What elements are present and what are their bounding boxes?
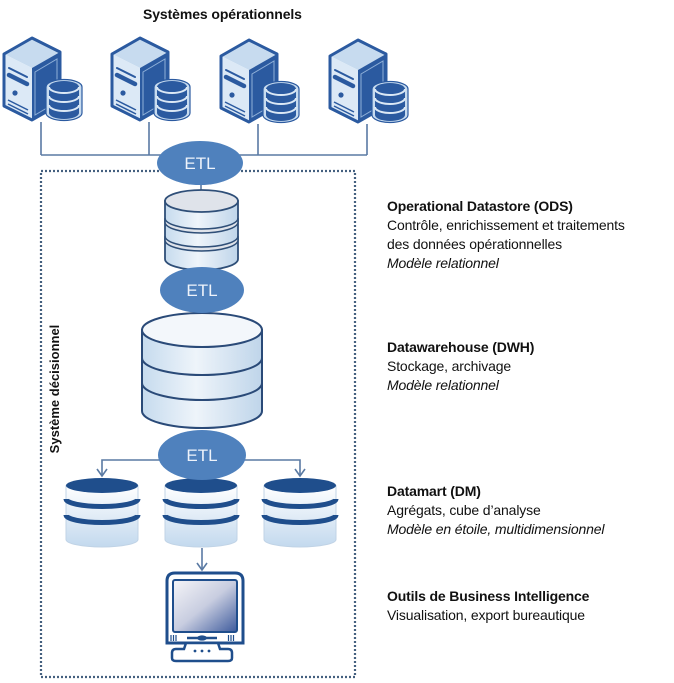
layer-description-line: Stockage, archivage [387, 358, 512, 374]
layer-title: Datamart (DM) [387, 483, 481, 499]
etl-label: ETL [186, 281, 217, 300]
layer-description-ods: Operational Datastore (ODS) Contrôle, en… [387, 197, 625, 273]
datamart-icon [261, 478, 339, 548]
layer-title: Datawarehouse (DWH) [387, 339, 535, 355]
etl-label: ETL [186, 446, 217, 465]
server-database-icon [330, 40, 408, 123]
layer-description-bi: Outils de Business Intelligence Visualis… [387, 587, 589, 625]
layer-description-line: Agrégats, cube d’analyse [387, 502, 541, 518]
monitor-icon [165, 571, 245, 663]
ods-database-icon [164, 189, 239, 271]
etl-node: ETL [158, 430, 246, 480]
layer-description-dwh: Datawarehouse (DWH) Stockage, archivage … [387, 338, 534, 395]
layer-model: Modèle relationnel [387, 255, 499, 271]
datamart-icon [63, 478, 141, 548]
arrow-to-datamart-right [244, 459, 301, 475]
dwh-database-icon [141, 312, 263, 429]
layer-title: Operational Datastore (ODS) [387, 198, 573, 214]
arrow-to-datamart-left [101, 459, 160, 475]
datamart-icon [162, 478, 240, 548]
server-database-icon [112, 38, 190, 121]
arrow-head-icon [196, 562, 208, 572]
layer-model: Modèle relationnel [387, 377, 499, 393]
server-database-icon [4, 38, 82, 121]
operational-systems-title: Systèmes opérationnels [143, 6, 302, 22]
layer-description-dm: Datamart (DM) Agrégats, cube d’analyse M… [387, 482, 604, 539]
arrow-head-icon [294, 468, 306, 478]
etl-label: ETL [184, 154, 215, 173]
layer-model: Modèle en étoile, multidimensionnel [387, 521, 605, 537]
etl-node: ETL [160, 267, 244, 313]
layer-description-line: Visualisation, export bureautique [387, 607, 585, 623]
etl-node: ETL [157, 141, 243, 185]
layer-description-line: Contrôle, enrichissement et traitements [387, 217, 625, 233]
server-database-icon [221, 40, 299, 123]
layer-title: Outils de Business Intelligence [387, 588, 590, 604]
arrow-head-icon [96, 468, 108, 478]
decision-system-label: Système décisionnel [47, 325, 62, 454]
datamart-connectors [96, 459, 306, 572]
layer-description-line: des données opérationnelles [387, 236, 562, 252]
